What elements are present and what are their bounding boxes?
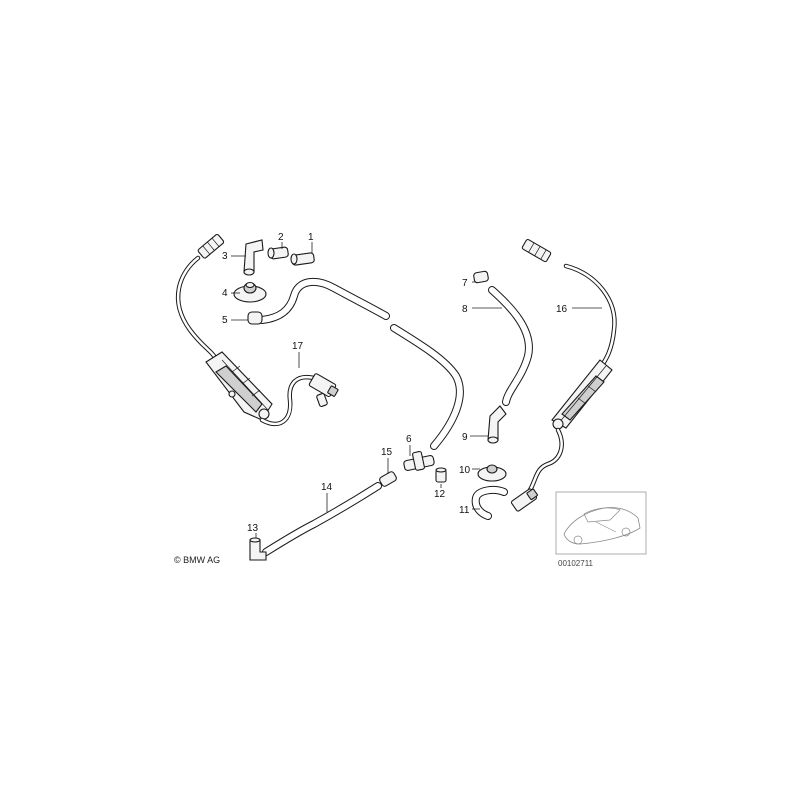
part-17-hose-with-connector xyxy=(259,373,339,427)
part-5-hose-end xyxy=(247,311,263,325)
callout-16: 16 xyxy=(556,304,568,315)
callout-2: 2 xyxy=(278,232,284,243)
callout-15: 15 xyxy=(381,447,393,458)
callout-7: 7 xyxy=(462,278,468,289)
central-main-hose xyxy=(258,277,464,450)
callout-14: 14 xyxy=(321,482,333,493)
part-6-t-connector xyxy=(403,450,435,472)
part-2-straight-connector xyxy=(267,246,289,260)
callout-8: 8 xyxy=(462,304,468,315)
part-10-grommet xyxy=(477,464,507,482)
callout-9: 9 xyxy=(462,432,468,443)
callout-numbers: 1 2 3 4 5 6 7 8 9 10 11 12 13 14 15 16 1… xyxy=(222,232,568,534)
part-14-hose xyxy=(262,482,382,556)
callout-5: 5 xyxy=(222,315,228,326)
part-1-straight-connector xyxy=(290,252,315,266)
part-8-hose xyxy=(488,286,533,406)
callout-6: 6 xyxy=(406,434,412,445)
left-washer-nozzle-assembly xyxy=(175,233,273,421)
callout-12: 12 xyxy=(434,489,446,500)
right-washer-nozzle-assembly xyxy=(510,238,617,512)
part-3-elbow-connector xyxy=(243,239,264,276)
part-9-elbow xyxy=(487,405,507,444)
part-13-elbow xyxy=(249,537,267,561)
drawing-code: 00102711 xyxy=(558,559,594,568)
callout-1: 1 xyxy=(308,232,314,243)
part-12-connector xyxy=(435,467,447,483)
callout-3: 3 xyxy=(222,251,228,262)
callout-13: 13 xyxy=(247,523,259,534)
part-4-grommet xyxy=(233,281,267,303)
callout-4: 4 xyxy=(222,288,228,299)
part-15-connector xyxy=(379,471,397,487)
callout-10: 10 xyxy=(459,465,471,476)
callout-17: 17 xyxy=(292,341,304,352)
vehicle-thumbnail xyxy=(555,491,647,555)
copyright-text: © BMW AG xyxy=(174,555,220,565)
part-11-u-hose xyxy=(471,486,508,520)
leader-lines xyxy=(231,242,602,538)
part-7-connector xyxy=(473,270,489,284)
callout-11: 11 xyxy=(459,505,470,516)
